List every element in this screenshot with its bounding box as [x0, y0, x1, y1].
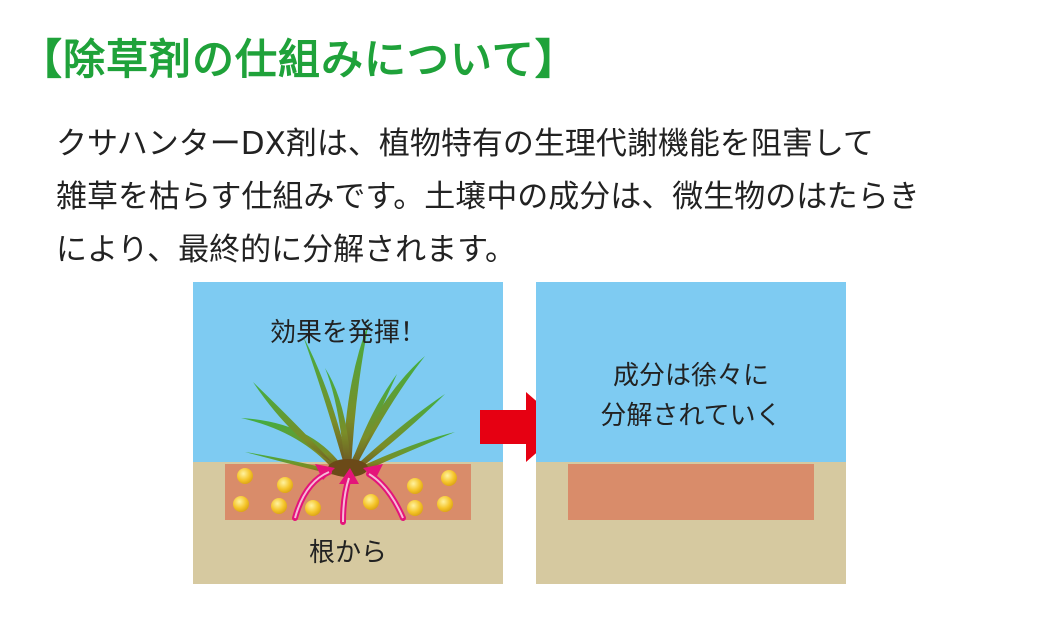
- decomposition-label-line: 成分は徐々に: [612, 361, 769, 391]
- weed-plant-icon: [233, 322, 457, 525]
- description-line: 雑草を枯らす仕組みです。土壌中の成分は、微生物のはたらき: [56, 179, 920, 215]
- description-line: により、最終的に分解されます。: [56, 232, 517, 268]
- description-text: クサハンターDX剤は、植物特有の生理代謝機能を阻害して 雑草を枯らす仕組みです。…: [56, 118, 1016, 277]
- effect-label: 効果を発揮！: [269, 318, 426, 348]
- granule-dot-icon: [233, 468, 457, 516]
- description-line: クサハンターDX剤は、植物特有の生理代謝機能を阻害して: [56, 126, 874, 162]
- page-title: 【除草剤の仕組みについて】: [20, 35, 578, 84]
- decomposition-label-line: 分解されていく: [600, 401, 782, 431]
- effect-panel: 効果を発揮！ 根から: [193, 282, 503, 584]
- root-label: 根から: [308, 538, 387, 568]
- decomposition-panel: 成分は徐々に 分解されていく: [536, 282, 846, 584]
- chemical-layer: [568, 464, 814, 520]
- decomposition-label: 成分は徐々に 分解されていく: [536, 356, 846, 436]
